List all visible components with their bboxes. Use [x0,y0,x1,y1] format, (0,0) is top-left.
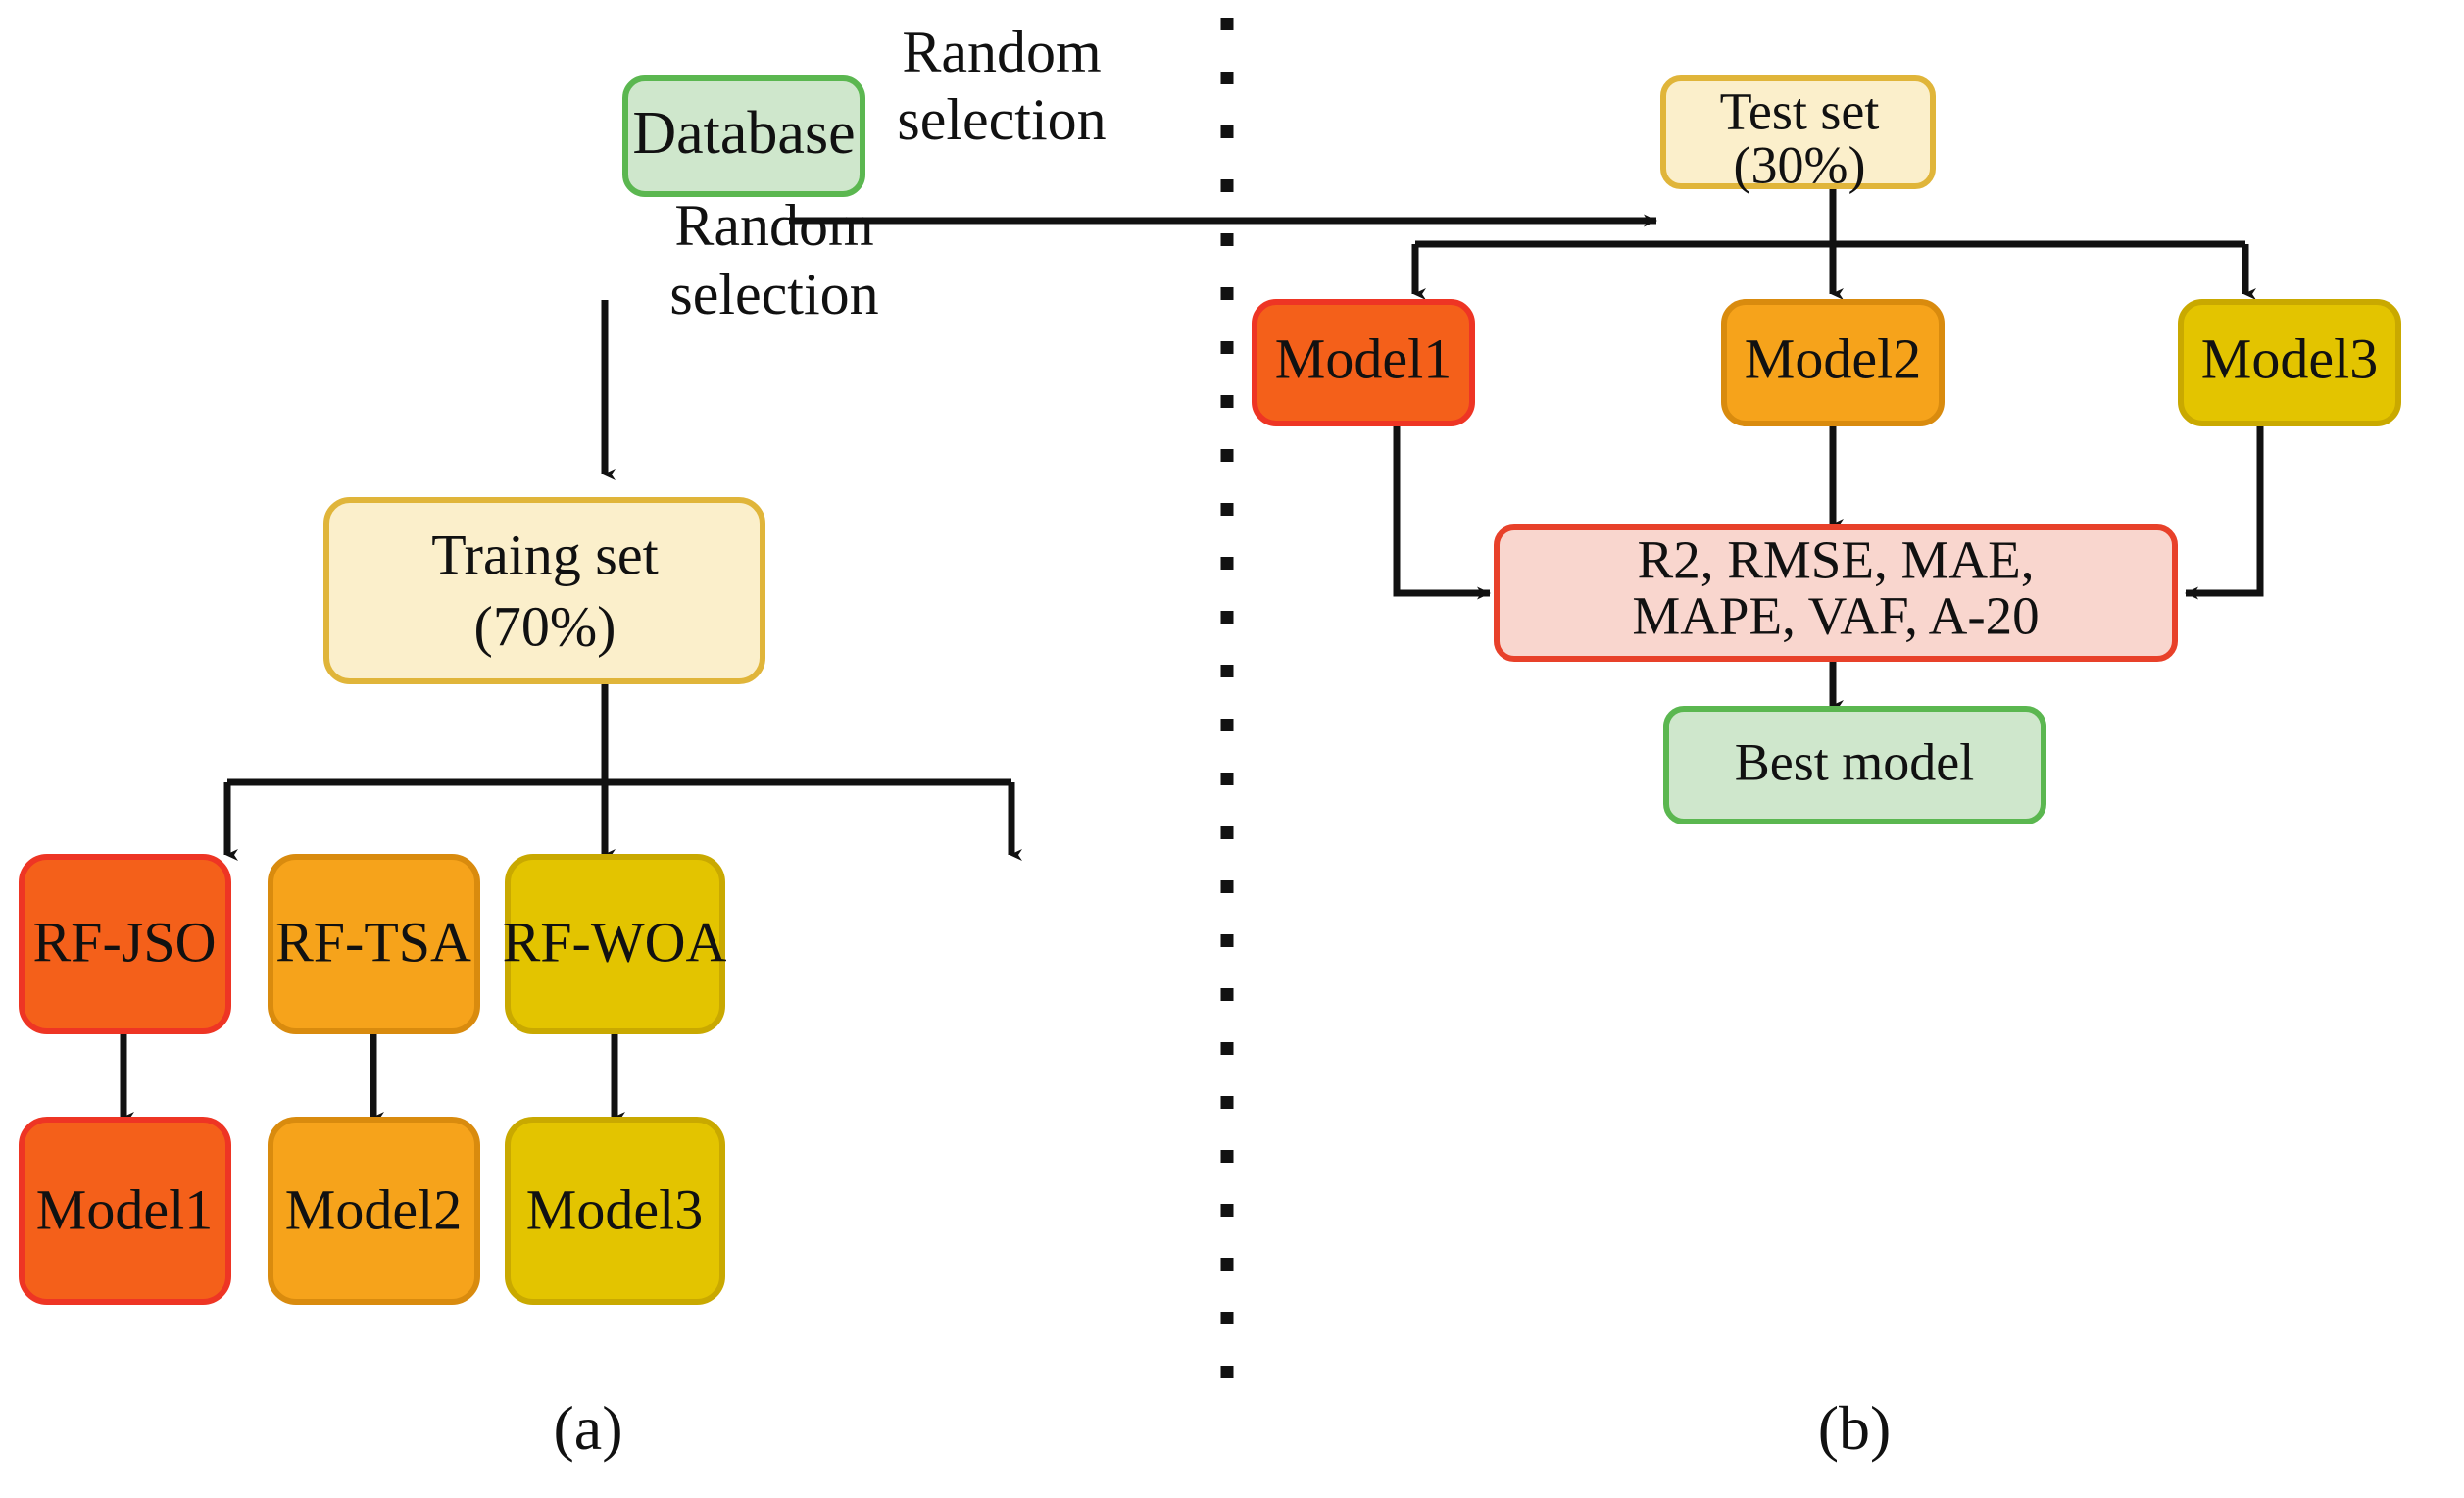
panel-label-b: (b) [1818,1393,1892,1463]
model2-node-a-label: Model2 [285,1177,462,1241]
edge-label-train-line2: selection [669,262,878,326]
test-set-node[interactable]: Test set (30%) [1660,75,1936,194]
metrics-node-label-line1: R2, RMSE, MAE, [1638,530,2035,590]
rf-tsa-node[interactable]: RF-TSA [268,854,480,1034]
model2-node-b[interactable]: Model2 [1721,299,1945,426]
panel-label-b-text: (b) [1818,1393,1892,1463]
edge-label-random-selection-train: Random selection [669,193,878,326]
rf-jso-node[interactable]: RF-JSO [19,854,231,1034]
edge-label-test-line2: selection [897,87,1106,152]
database-node-label: Database [632,100,855,167]
model1-node-a[interactable]: Model1 [19,1117,231,1305]
model3-node-b-label: Model3 [2201,326,2378,390]
edge-model3-to-metrics [2185,422,2264,600]
model3-node-a[interactable]: Model3 [505,1117,725,1305]
model1-node-b[interactable]: Model1 [1252,299,1475,426]
edge-training-fork-a [223,680,1022,861]
rf-woa-node[interactable]: RF-WOA [503,854,727,1034]
edge-label-train-line1: Random [674,193,873,258]
edge-label-test-line1: Random [902,20,1101,84]
edge-label-random-selection-test: Random selection [897,20,1106,152]
panel-label-a: (a) [553,1393,622,1463]
database-node[interactable]: Database [622,75,865,197]
test-set-node-label-line2: (30%) [1734,135,1866,194]
model1-node-b-label: Model1 [1275,326,1452,390]
model2-node-b-label: Model2 [1745,326,1921,390]
model1-node-a-label: Model1 [36,1177,213,1241]
training-set-node-label-line1: Traing set [431,523,659,586]
rf-woa-node-label: RF-WOA [503,910,727,974]
best-model-node[interactable]: Best model [1663,706,2046,824]
model3-node-b[interactable]: Model3 [2178,299,2401,426]
panel-label-a-text: (a) [553,1393,622,1463]
model2-node-a[interactable]: Model2 [268,1117,480,1305]
training-set-node[interactable]: Traing set (70%) [323,497,765,684]
test-set-node-label-line1: Test set [1720,81,1880,140]
rf-tsa-node-label: RF-TSA [275,910,471,974]
metrics-node-label-line2: MAPE, VAF, A-20 [1632,586,2039,646]
model3-node-a-label: Model3 [526,1177,703,1241]
edge-test-set-fork-b [1411,186,2256,300]
best-model-node-label: Best model [1735,732,1974,791]
training-set-node-label-line2: (70%) [474,594,616,658]
edge-model1-to-metrics [1393,422,1491,600]
rf-jso-node-label: RF-JSO [33,910,217,974]
metrics-node[interactable]: R2, RMSE, MAE, MAPE, VAF, A-20 [1494,524,2178,662]
